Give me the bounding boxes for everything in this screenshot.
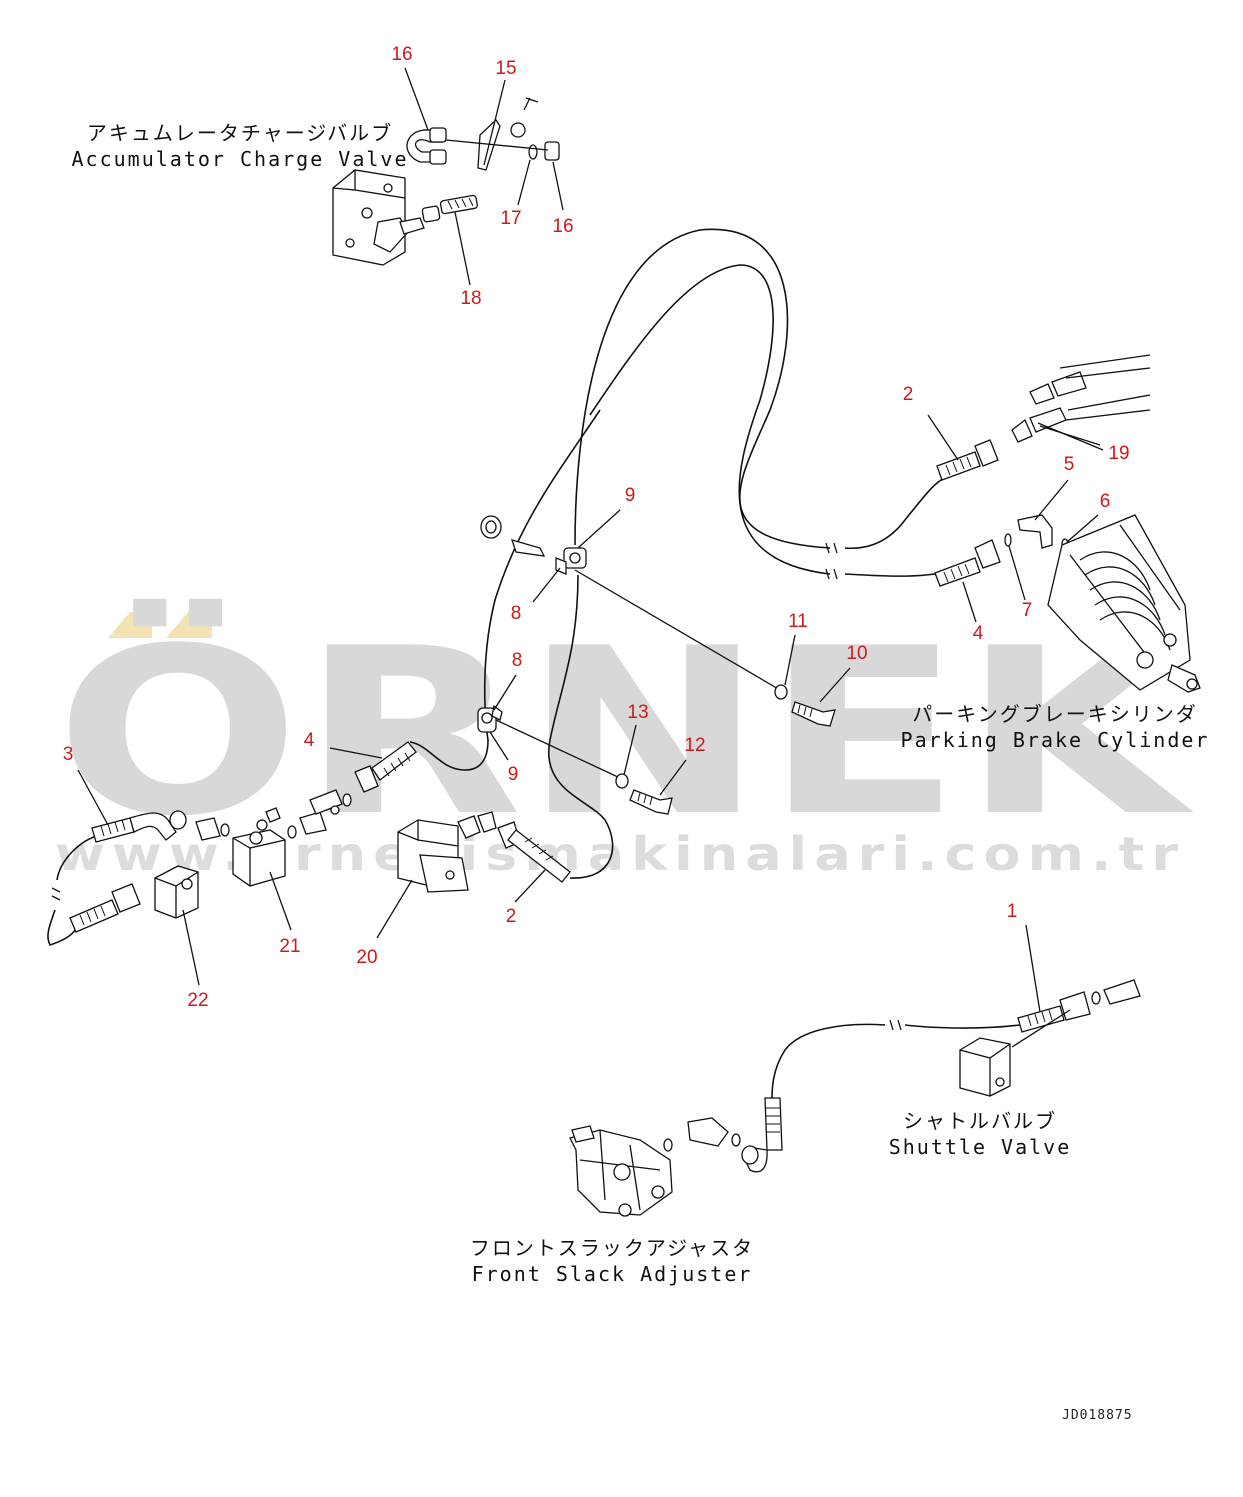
accumulator-charge-valve-group [332, 97, 560, 266]
accumulator-charge-valve-label-en: Accumulator Charge Valve [72, 147, 409, 171]
component-labels: アキュムレータチャージバルブ Accumulator Charge Valve … [72, 121, 1210, 1286]
callout-5: 5 [1064, 454, 1075, 475]
callout-2-upper: 2 [903, 384, 914, 405]
parking-brake-cylinder-group [934, 354, 1201, 693]
clip-assembly-lower [477, 704, 673, 815]
watermark-brand: ÖRNEK [55, 598, 1195, 867]
callout-14: 15 [495, 58, 516, 79]
callout-4-left: 4 [304, 730, 315, 751]
front-slack-adjuster-label-jp: フロントスラックアジャスタ [470, 1236, 754, 1260]
accumulator-charge-valve-label-jp: アキュムレータチャージバルブ [87, 121, 393, 145]
callout-11: 11 [788, 611, 808, 632]
parking-brake-cylinder-label-en: Parking Brake Cylinder [901, 728, 1210, 752]
drawing-code: JD018875 [1062, 1408, 1133, 1423]
callout-20: 20 [356, 947, 377, 968]
shuttle-valve-label-en: Shuttle Valve [889, 1135, 1072, 1159]
callout-13: 13 [627, 702, 648, 723]
watermark-accent-left [108, 612, 152, 638]
watermark-accent-right [166, 612, 212, 638]
hose-break-marks [51, 542, 902, 1031]
callout-19: 19 [1108, 443, 1129, 464]
front-slack-adjuster-group [569, 1097, 783, 1217]
hose-routing [47, 228, 1021, 1101]
callout-22: 22 [187, 990, 208, 1011]
callout-18: 18 [460, 288, 481, 309]
callout-1: 1 [1007, 901, 1018, 922]
callout-9-lower: 9 [508, 764, 519, 785]
callout-4-right: 4 [973, 623, 984, 644]
callout-16: 16 [552, 216, 573, 237]
front-slack-adjuster-label-en: Front Slack Adjuster [472, 1262, 753, 1286]
callout-9-upper: 9 [625, 485, 636, 506]
shuttle-valve-group [959, 979, 1141, 1097]
callout-2-lower: 2 [506, 906, 517, 927]
shuttle-valve-label-jp: シャトルバルブ [903, 1109, 1057, 1133]
callout-8-lower: 8 [512, 650, 523, 671]
callout-3: 3 [63, 744, 74, 765]
callout-10: 10 [846, 643, 867, 664]
callout-numbers: 16 15 17 16 18 2 19 5 9 6 8 7 11 4 10 8 … [63, 44, 1130, 1011]
leader-lines [77, 67, 1104, 1048]
callout-8-upper: 8 [511, 603, 522, 624]
callout-6: 6 [1100, 491, 1111, 512]
callout-7: 7 [1022, 600, 1033, 621]
callout-12: 12 [684, 735, 705, 756]
clip-assembly-upper [480, 515, 836, 727]
callout-15: 16 [391, 44, 412, 65]
callout-17: 17 [500, 208, 521, 229]
callout-21: 21 [279, 936, 300, 957]
parking-brake-cylinder-label-jp: パーキングブレーキシリンダ [912, 702, 1197, 726]
left-valve-group [69, 741, 571, 933]
watermark: ÖRNEK www.ornekismakinalari.com.tr [55, 598, 1195, 881]
